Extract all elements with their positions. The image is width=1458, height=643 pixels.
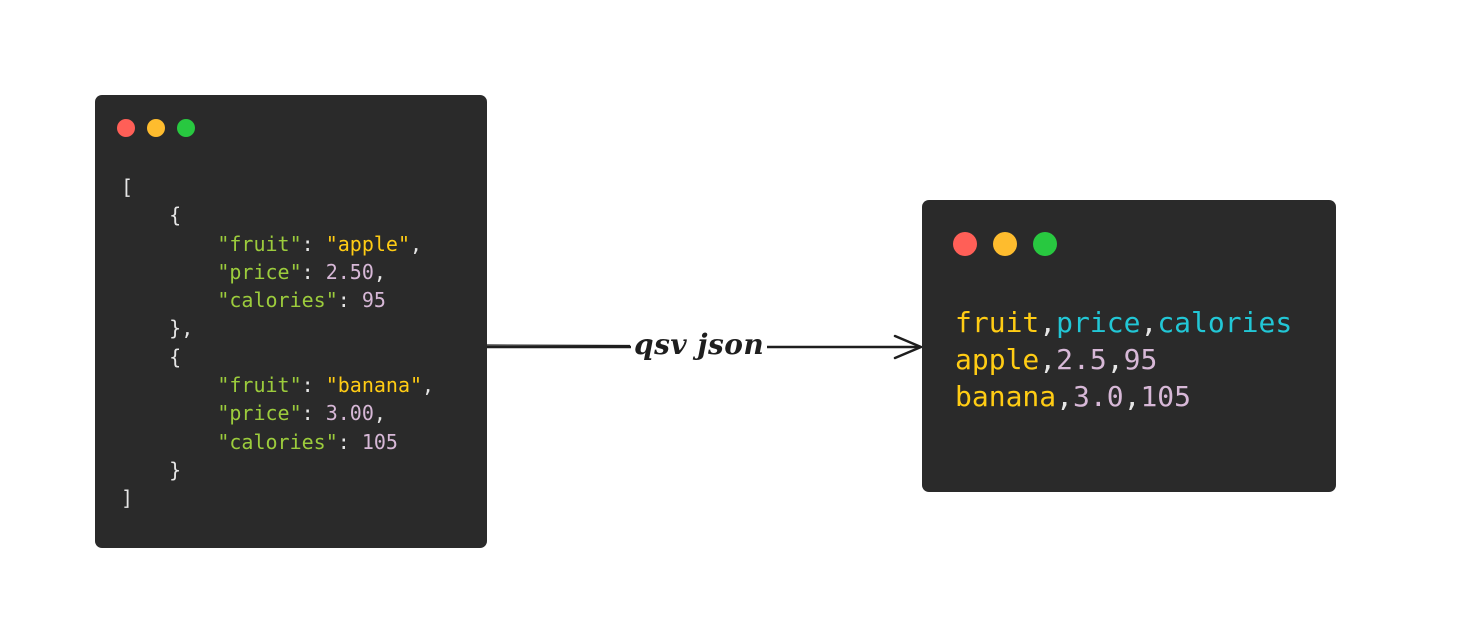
code-token: 95: [1123, 343, 1158, 376]
code-token: ,: [422, 373, 435, 398]
code-line: "price": 2.50,: [121, 258, 434, 286]
window-controls: [117, 119, 195, 137]
code-line: fruit,price,calories: [955, 304, 1292, 341]
code-token: {: [121, 344, 182, 369]
code-token: calories: [1157, 306, 1293, 339]
code-token: 3.0: [1073, 380, 1124, 413]
code-token: 3.00: [325, 401, 374, 426]
close-dot-icon: [953, 232, 977, 256]
code-token: 105: [1140, 380, 1192, 413]
code-token: 105: [361, 429, 398, 454]
code-token: "banana": [325, 373, 423, 398]
code-line: "fruit": "apple",: [121, 230, 434, 258]
code-token: [121, 288, 217, 312]
code-token: ,: [410, 231, 423, 256]
code-line: }: [121, 456, 434, 484]
code-token: "fruit": [217, 231, 302, 256]
code-line: },: [121, 314, 434, 342]
code-token: ,: [1106, 343, 1124, 376]
code-token: [121, 260, 217, 284]
code-token: :: [301, 401, 326, 426]
code-token: [: [121, 175, 134, 199]
code-token: banana: [955, 380, 1057, 413]
code-token: :: [337, 288, 362, 313]
maximize-dot-icon: [1033, 232, 1057, 256]
code-token: :: [301, 231, 326, 256]
close-dot-icon: [117, 119, 135, 137]
maximize-dot-icon: [177, 119, 195, 137]
code-token: ,: [1056, 380, 1074, 413]
code-token: },: [121, 316, 194, 341]
code-token: [121, 430, 217, 454]
code-line: "calories": 95: [121, 286, 434, 314]
code-token: {: [121, 203, 182, 228]
window-controls: [953, 232, 1057, 256]
code-token: [121, 401, 217, 425]
code-token: :: [337, 429, 362, 454]
minimize-dot-icon: [147, 119, 165, 137]
code-token: :: [301, 373, 326, 398]
code-token: 2.5: [1056, 343, 1107, 376]
code-token: "calories": [217, 288, 338, 313]
json-input-window: [ { "fruit": "apple", "price": 2.50, "ca…: [95, 95, 487, 548]
code-token: fruit: [955, 306, 1040, 339]
code-token: :: [301, 259, 326, 284]
code-token: "price": [217, 401, 302, 426]
code-token: ,: [1039, 343, 1057, 376]
code-token: ,: [1123, 380, 1141, 413]
code-token: ]: [121, 486, 134, 511]
code-token: [121, 373, 217, 397]
code-line: "price": 3.00,: [121, 399, 434, 427]
code-token: price: [1056, 306, 1141, 339]
arrow-label: qsv json: [631, 325, 768, 365]
code-token: ,: [373, 401, 386, 426]
code-token: ,: [1039, 306, 1057, 339]
code-line: "fruit": "banana",: [121, 371, 434, 399]
code-token: }: [121, 457, 182, 482]
code-line: [: [121, 173, 434, 201]
code-token: 95: [361, 288, 386, 313]
code-line: "calories": 105: [121, 428, 434, 456]
code-token: [121, 232, 217, 256]
code-token: "apple": [325, 231, 411, 256]
code-token: ,: [1140, 306, 1158, 339]
minimize-dot-icon: [993, 232, 1017, 256]
code-line: apple,2.5,95: [955, 341, 1292, 378]
code-token: "calories": [217, 429, 338, 454]
code-token: 2.50: [325, 259, 374, 284]
code-token: apple: [955, 343, 1040, 376]
json-code: [ { "fruit": "apple", "price": 2.50, "ca…: [121, 173, 434, 513]
code-line: {: [121, 201, 434, 229]
code-line: {: [121, 343, 434, 371]
code-token: ,: [373, 259, 386, 284]
code-token: "price": [217, 259, 302, 284]
code-token: "fruit": [217, 373, 302, 398]
code-line: ]: [121, 484, 434, 512]
code-line: banana,3.0,105: [955, 378, 1292, 415]
